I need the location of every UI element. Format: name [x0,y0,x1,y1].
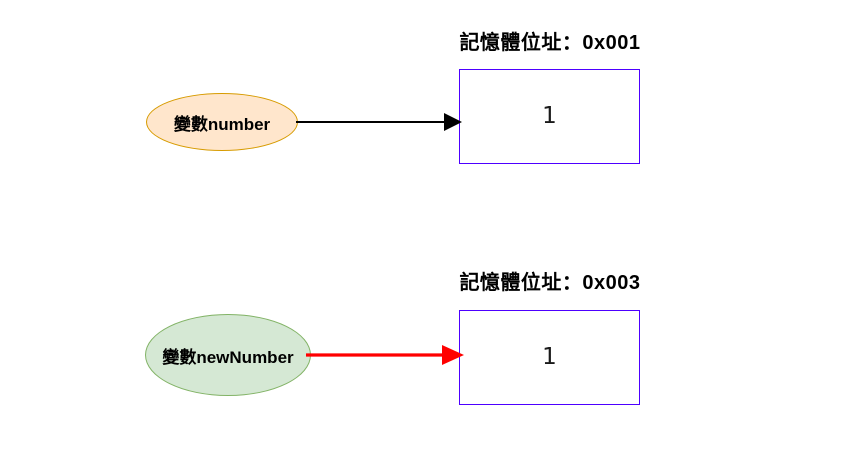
memory-value-row1: 1 [542,103,557,129]
memory-value-row2: 1 [542,344,557,370]
address-label-row1: 記憶體位址：0x001 [459,32,641,54]
variable-ellipse-newnumber[interactable]: 變數newNumber [145,314,311,396]
variable-ellipse-number[interactable]: 變數number [146,93,298,151]
arrow-head-icon [442,345,464,365]
memory-box-row1[interactable]: 1 [459,69,640,164]
arrow-number-to-memory [296,113,462,131]
variable-label-number: 變數number [173,114,271,134]
address-label-row2: 記憶體位址：0x003 [459,272,641,294]
arrow-head-icon [444,113,462,131]
memory-box-row2[interactable]: 1 [459,310,640,405]
variable-label-newnumber: 變數newNumber [162,347,294,367]
arrow-newnumber-to-memory [306,345,464,365]
